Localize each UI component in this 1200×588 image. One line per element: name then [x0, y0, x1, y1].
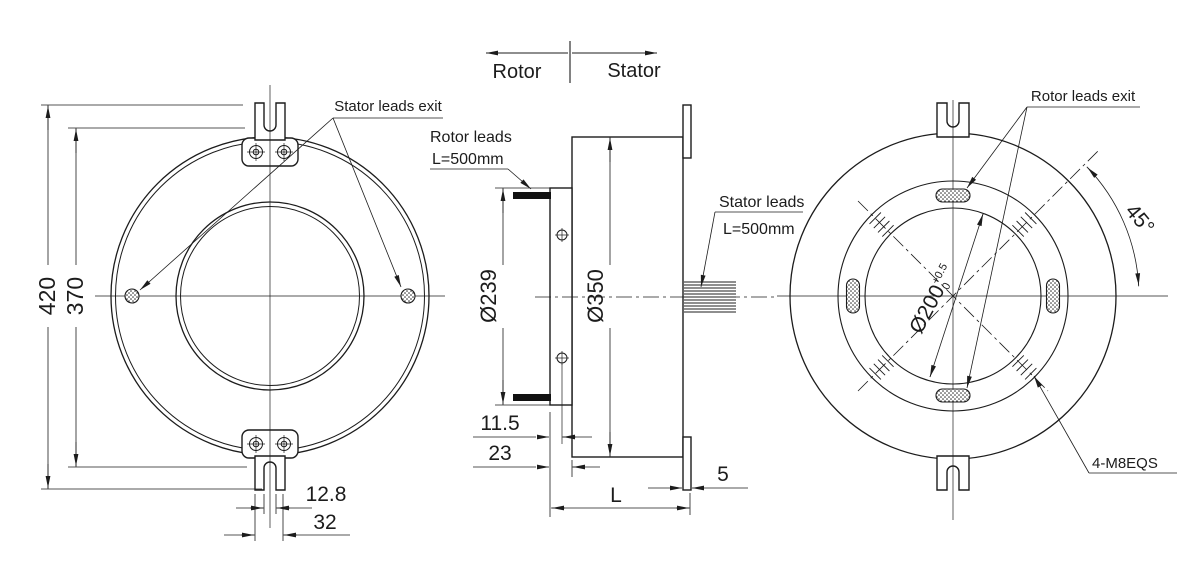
dim-200-label: Ø200	[905, 281, 949, 337]
bolt-spec-leader	[1033, 375, 1177, 474]
dim-239	[495, 187, 572, 406]
stator-leads-exit-leader	[139, 117, 443, 291]
dim-32	[224, 494, 350, 541]
dim-200-label-group: Ø200 +0.5 0	[905, 261, 953, 337]
diagonal-centerline-se	[857, 200, 1049, 392]
stator-leads-exit-label: Stator leads exit	[334, 98, 442, 115]
dim-239-label: Ø239	[476, 269, 501, 323]
rotor-lead-slot-right	[1045, 278, 1061, 314]
rotor-leads-leader	[430, 168, 532, 190]
top-plate-screws	[247, 143, 293, 161]
dim-420	[41, 104, 262, 490]
back-view	[777, 100, 1177, 520]
dim-420-label: 420	[34, 277, 60, 315]
back-top-fork	[936, 102, 970, 138]
bottom-plate-screws	[247, 435, 293, 453]
dim-45	[1086, 166, 1141, 287]
rotor-leads-exit-leader	[966, 106, 1140, 389]
back-bottom-fork	[936, 455, 970, 491]
drawing-texts: Rotor Stator Stator leads exit 420 370 1…	[34, 60, 1159, 534]
dim-11-5-label: 11.5	[480, 412, 519, 435]
rotor-lead-slot-top	[935, 188, 971, 203]
stator-header-label: Stator	[607, 60, 661, 82]
dim-12-8	[236, 494, 312, 514]
dim-12-8-label: 12.8	[306, 483, 347, 506]
dim-200-tol-lower: 0	[940, 281, 953, 292]
rotor-hub	[549, 187, 573, 406]
dim-L-label: L	[610, 484, 622, 507]
dim-L	[551, 493, 691, 515]
dim-45-label-group: 45°	[1121, 200, 1159, 239]
dim-11-5	[473, 364, 592, 517]
rotor-header-label: Rotor	[493, 61, 542, 83]
stator-leads-leader	[700, 211, 803, 288]
flange-top	[682, 104, 692, 159]
front-view	[41, 85, 445, 541]
rotor-leads-label-line1: Rotor leads	[430, 129, 512, 146]
dim-370-label: 370	[62, 277, 88, 315]
hub-screw-top	[555, 228, 569, 242]
stator-leads-label-line1: Stator leads	[719, 194, 804, 211]
diagonal-centerline-ne	[857, 150, 1099, 392]
dim-23	[473, 460, 600, 477]
flange-bottom	[682, 436, 692, 491]
stator-leads-label-line2: L=500mm	[723, 221, 795, 238]
hub-screw-bottom	[555, 351, 569, 365]
stator-lead-hole-left	[124, 288, 140, 304]
rotor-leads-exit-label: Rotor leads exit	[1031, 88, 1136, 105]
rotor-leads-label-line2: L=500mm	[432, 151, 504, 168]
dim-5-label: 5	[717, 463, 729, 486]
dim-200-tol-upper: +0.5	[930, 261, 951, 286]
bolt-spec-label: 4-M8EQS	[1092, 455, 1158, 472]
dim-32-label: 32	[313, 511, 336, 534]
rotor-lead-bar-top	[513, 192, 551, 199]
top-fork	[254, 102, 286, 141]
dim-45-label: 45°	[1121, 200, 1159, 239]
dim-350-label: Ø350	[583, 269, 608, 323]
m8-thread-marks	[869, 212, 1037, 380]
bottom-fork	[254, 455, 286, 491]
dim-23-label: 23	[488, 442, 511, 465]
rotor-lead-slot-bottom	[935, 388, 971, 403]
rotor-lead-slot-left	[845, 278, 861, 314]
dim-200	[929, 213, 984, 378]
rotor-lead-bar-bottom	[513, 394, 551, 401]
dim-370	[68, 127, 247, 468]
side-view	[430, 41, 803, 517]
stator-lead-hole-right	[400, 288, 416, 304]
rotor-stator-header	[486, 41, 657, 83]
